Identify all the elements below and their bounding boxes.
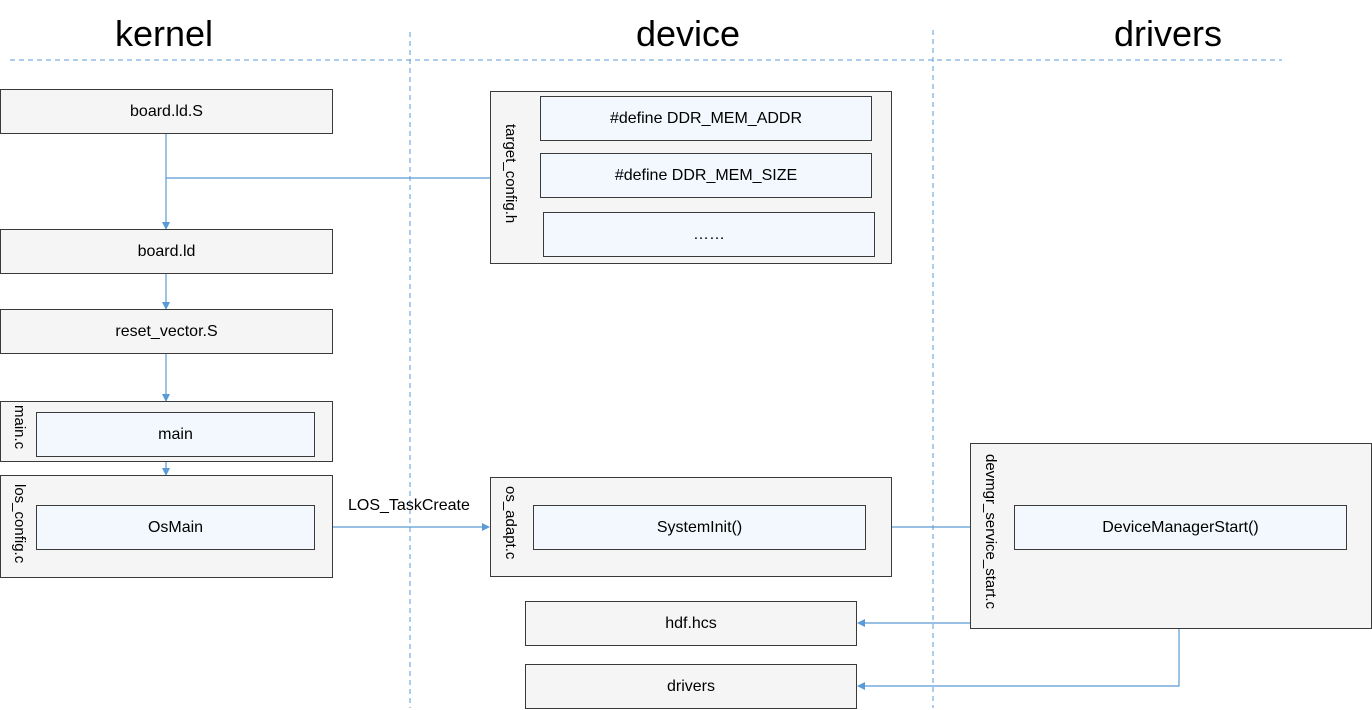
board-ld-box: board.ld [0,229,333,274]
los-config-c-label: los_config.c [11,484,28,564]
define-ddr-mem-size-box: #define DDR_MEM_SIZE [540,153,872,198]
devmgr-service-start-c-label: devmgr_service_start.c [982,454,999,610]
os-adapt-c-label: os_adapt.c [502,486,519,560]
osmain-function-box: OsMain [36,505,315,550]
los-taskcreate-label: LOS_TaskCreate [348,497,470,514]
systeminit-function-box: SystemInit() [533,505,866,550]
main-c-label: main.c [11,405,28,450]
define-ddr-mem-addr-box: #define DDR_MEM_ADDR [540,96,872,141]
reset-vector-box: reset_vector.S [0,309,333,354]
los-config-c-group: los_config.c OsMain [0,475,333,578]
edge-devicemanagerstart-to-drivers [857,623,1180,690]
column-header-kernel: kernel [114,13,214,54]
devmgr-service-start-c-group: devmgr_service_start.c DeviceManagerStar… [970,443,1372,629]
target-config-h-group: target_config.h #define DDR_MEM_ADDR #de… [490,91,892,264]
column-header-device: device [635,13,741,54]
drivers-box: drivers [525,664,857,709]
devicemanagerstart-function-box: DeviceManagerStart() [1014,505,1347,550]
target-config-h-label: target_config.h [502,124,519,224]
hdf-hcs-box: hdf.hcs [525,601,857,646]
board-ld-s-box: board.ld.S [0,89,333,134]
os-adapt-c-group: os_adapt.c SystemInit() [490,477,892,577]
main-function-box: main [36,412,315,457]
column-header-drivers: drivers [1113,13,1223,54]
main-c-group: main.c main [0,401,333,462]
ellipsis-box: …… [543,212,875,257]
